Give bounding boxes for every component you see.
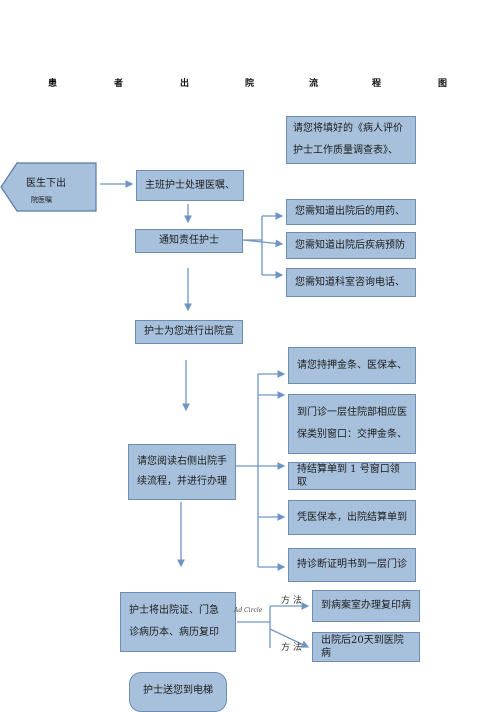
pentagon-shape xyxy=(0,162,97,212)
return-visit-text: 出院后20天到医院病 xyxy=(321,634,404,660)
window-line2: 保类别窗口：交押金条、 xyxy=(297,429,407,440)
start-node-line1: 医生下出 xyxy=(26,178,66,189)
elevator-box: 护士送您到电梯 xyxy=(129,672,227,712)
insurance-box: 凭医保本，出院结算单到 xyxy=(288,500,416,535)
nurse-guide-box: 护士为您进行出院宣 xyxy=(135,320,243,344)
know-prevent-box: 您需知道出院后疾病预防 xyxy=(286,232,416,259)
records-room-text: 到病案室办理复印病 xyxy=(321,600,411,612)
page-title: 患 者 出 院 流 程 图 xyxy=(48,76,448,92)
start-node: 医生下出 院医嘱 xyxy=(0,162,98,212)
title-char: 流 xyxy=(309,79,319,89)
know-phone-text: 您需知道科室咨询电话、 xyxy=(295,276,405,288)
title-char: 出 xyxy=(180,79,190,89)
diagnosis-text: 持诊断证明书到一层门诊 xyxy=(297,559,407,571)
title-char: 患 xyxy=(48,79,58,89)
deposit-box: 请您持押金条、医保本、 xyxy=(288,347,416,384)
elevator-text: 护士送您到电梯 xyxy=(143,685,213,696)
know-phone-box: 您需知道科室咨询电话、 xyxy=(286,268,416,297)
notify-box: 通知责任护士 xyxy=(135,229,243,253)
evaluation-line1: 请您将填好的《病人评价 xyxy=(293,122,403,134)
title-char: 院 xyxy=(245,79,255,89)
main-nurse-box: 主班护士处理医嘱、 xyxy=(136,170,244,201)
title-char: 者 xyxy=(114,79,124,89)
read-procedure-box: 请您阅读右侧出院手 续流程，并进行办理 xyxy=(128,444,236,500)
nurse-guide-text: 护士为您进行出院宣 xyxy=(144,326,234,338)
diagnosis-box: 持诊断证明书到一层门诊 xyxy=(288,548,416,582)
window-box: 到门诊一层住院部相应医 保类别窗口：交押金条、 xyxy=(288,394,416,454)
title-char: 程 xyxy=(372,79,382,89)
start-node-line2: 院医嘱 xyxy=(31,196,52,204)
window-line1: 到门诊一层住院部相应医 xyxy=(297,406,407,418)
title-char: 图 xyxy=(438,79,448,89)
main-nurse-text: 主班护士处理医嘱、 xyxy=(145,179,235,191)
return-visit-box: 出院后20天到医院病 xyxy=(312,632,420,662)
tiny-note: Ad Circle xyxy=(234,607,263,614)
know-meds-box: 您需知道出院后的用药、 xyxy=(286,199,416,225)
read-line2: 续流程，并进行办理 xyxy=(137,476,227,487)
records-room-box: 到病案室办理复印病 xyxy=(312,590,420,622)
certificate-box: 护士将出院证、门急 诊病历本、病历复印 xyxy=(120,592,236,652)
read-line1: 请您阅读右侧出院手 xyxy=(137,455,227,467)
know-meds-text: 您需知道出院后的用药、 xyxy=(295,206,405,218)
evaluation-line2: 护士工作质量调查表》、 xyxy=(293,145,398,156)
method-label-top: 方 法 xyxy=(281,596,302,606)
insurance-text: 凭医保本，出院结算单到 xyxy=(297,511,407,523)
certificate-line2: 诊病历本、病历复印 xyxy=(129,627,219,638)
notify-text: 通知责任护士 xyxy=(159,235,219,247)
evaluation-box: 请您将填好的《病人评价 护士工作质量调查表》、 xyxy=(286,116,416,164)
settle-box: 持结算单到 1 号窗口领取 xyxy=(288,462,416,490)
know-prevent-text: 您需知道出院后疾病预防 xyxy=(295,239,405,251)
deposit-text: 请您持押金条、医保本、 xyxy=(297,359,407,371)
certificate-line1: 护士将出院证、门急 xyxy=(129,604,219,616)
method-label-bottom: 方 法 xyxy=(281,643,302,653)
settle-text: 持结算单到 1 号窗口领取 xyxy=(297,463,400,489)
